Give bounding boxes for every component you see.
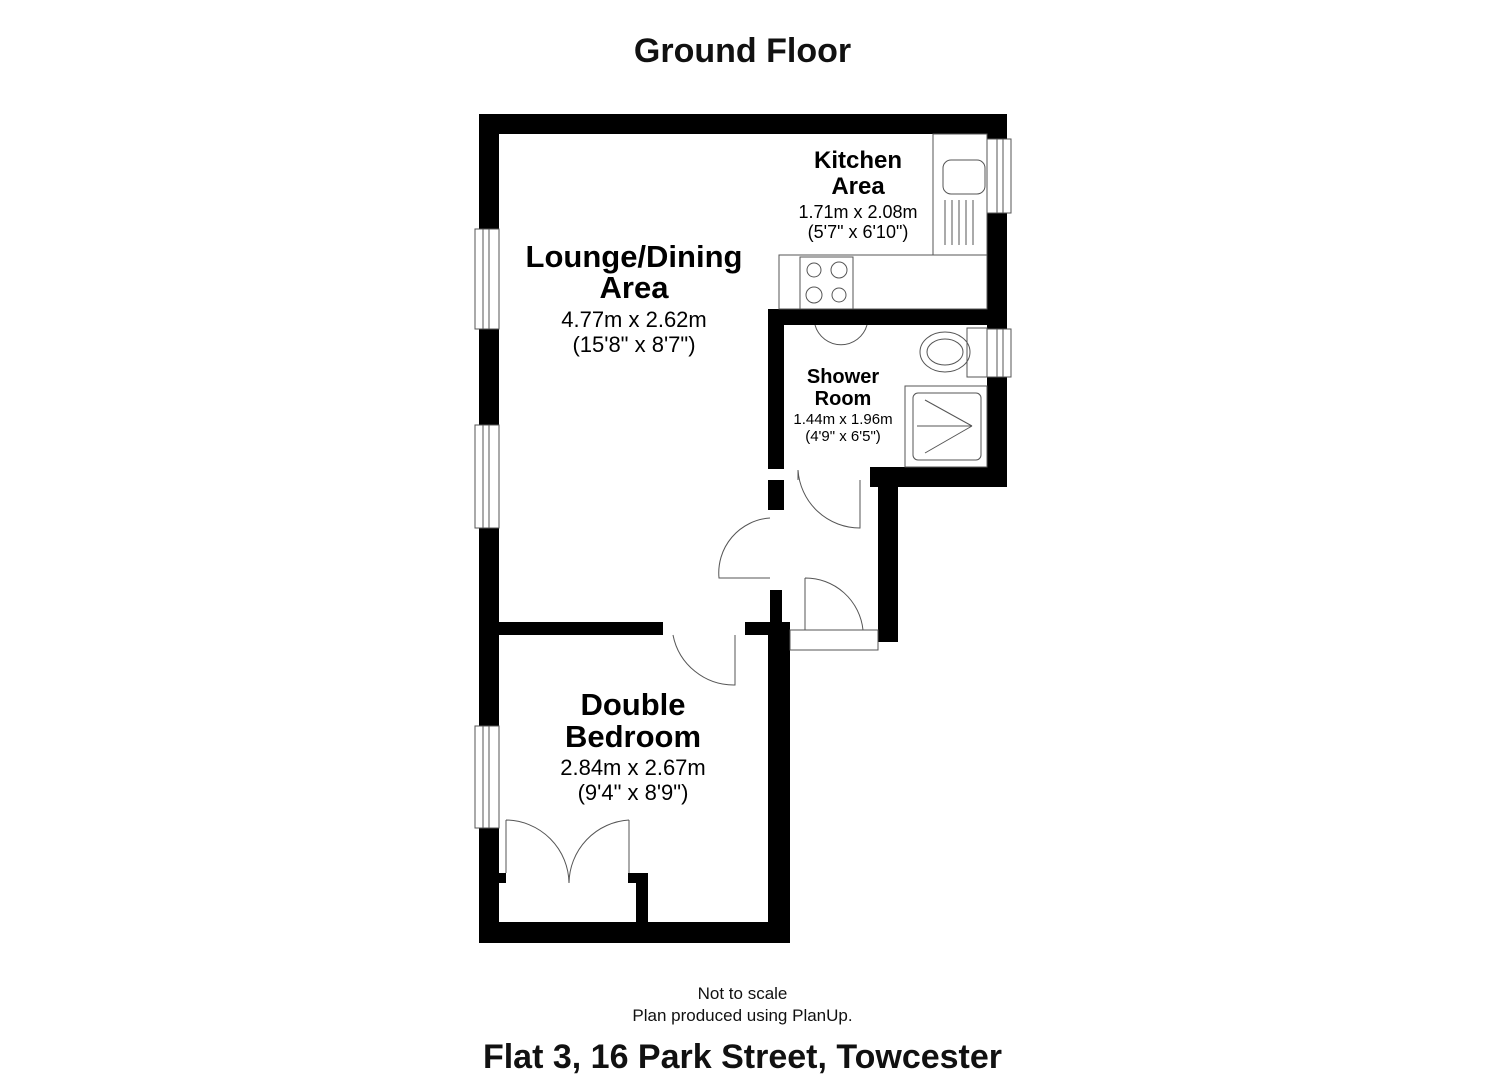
room-name: Area: [600, 270, 670, 305]
room-dimensions: 2.84m x 2.67m: [560, 755, 706, 780]
room-dimensions-imperial: (5'7" x 6'10"): [808, 222, 909, 242]
sink-icon: [942, 159, 986, 195]
room-dimensions-imperial: (9'4" x 8'9"): [578, 780, 689, 805]
room-dimensions-imperial: (4'9" x 6'5"): [805, 428, 881, 445]
basin-icon: [814, 324, 868, 346]
bathroom-fittings: [814, 324, 988, 468]
window: [474, 725, 500, 829]
room-name: Bedroom: [565, 719, 701, 754]
property-address: Flat 3, 16 Park Street, Towcester: [482, 1038, 1003, 1076]
doors: [505, 469, 879, 884]
room-name: Double: [580, 687, 685, 722]
room-dimensions: 1.71m x 2.08m: [798, 202, 917, 222]
room-name: Area: [831, 173, 885, 200]
window: [986, 138, 1012, 214]
credit-note: Plan produced using PlanUp.: [632, 1006, 853, 1025]
scale-note: Not to scale: [697, 984, 788, 1003]
room-dimensions: 4.77m x 2.62m: [561, 307, 707, 332]
room-dimensions: 1.44m x 1.96m: [793, 411, 892, 428]
room-name: Room: [815, 388, 872, 410]
floor-title: Ground Floor: [633, 32, 852, 70]
windows: [474, 138, 1012, 829]
room-name: Shower: [807, 366, 879, 388]
front-door-frame: [789, 629, 879, 651]
room-name: Lounge/Dining: [526, 239, 743, 274]
window: [474, 424, 500, 529]
window: [986, 328, 1012, 378]
room-name: Kitchen: [814, 147, 902, 174]
window: [474, 228, 500, 330]
kitchen-fittings: [778, 133, 988, 310]
room-dimensions-imperial: (15'8" x 8'7"): [572, 332, 695, 357]
toilet-icon: [919, 331, 971, 373]
